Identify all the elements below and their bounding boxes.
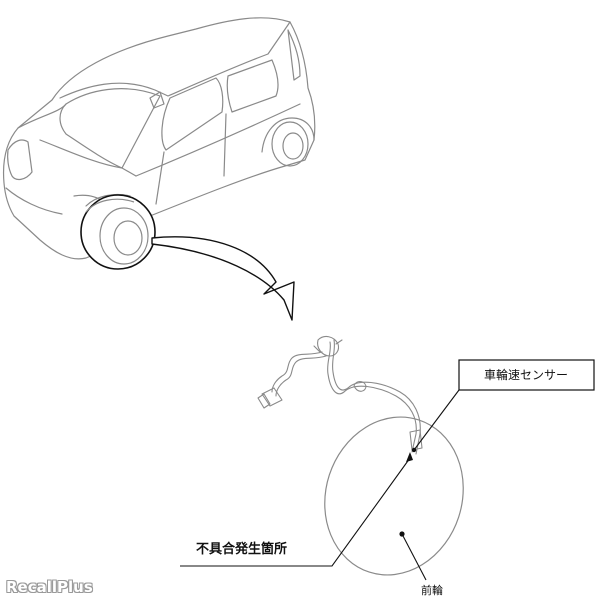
harness-grommet [353,380,367,392]
front-wheel-rim [113,220,143,256]
defect-leader [180,457,411,567]
harness-branch-b [275,355,327,397]
car-headlight [7,139,33,181]
arrow-shaft [151,236,295,321]
car-hood [17,103,137,177]
car-door-line-1 [155,151,165,205]
front-wheel-callout [80,194,156,270]
harness-cable-a [327,341,417,453]
car-rear-window [226,59,279,113]
car-roof-line [59,21,291,99]
car-door-line-2 [223,113,227,177]
car-rear-wheel-hub [282,132,304,160]
sensor-harness [257,335,423,455]
car-illustration [2,17,316,260]
harness-connector-tip [257,393,271,409]
harness-branch-a [271,351,323,393]
harness-cable-b [332,339,421,455]
harness-connector [261,387,283,407]
front-wheel-tire [99,207,149,265]
harness-clip [317,335,340,357]
car-body-outline [2,17,316,260]
car-rear-wheel-arch [261,117,315,153]
recallplus-watermark: RecallPlus [6,578,93,596]
harness-bracket [313,339,343,353]
front-wheel-label: 前輪 [421,584,443,597]
wheel-center-dot [399,531,405,537]
sensor-label: 車輪速センサー [484,368,569,382]
car-rear-glass [287,29,301,81]
sensor-leader [413,389,460,451]
car-body-crease [135,103,301,177]
defect-arrowhead [406,452,413,462]
wheel-leader [401,533,427,581]
car-mirror [149,91,165,109]
front-wheel-fender [85,198,135,213]
wheel-zoom-circle [80,194,156,270]
sensor-head [409,429,423,451]
car-windshield [59,88,161,169]
zoom-arrow [151,236,295,321]
car-front-window [161,77,224,151]
leader-lines [180,359,595,581]
car-rear-wheel [271,121,309,167]
sensor-label-box [458,359,595,391]
front-wheel-disc [324,416,464,576]
defect-location-label: 不具合発生箇所 [196,542,288,557]
